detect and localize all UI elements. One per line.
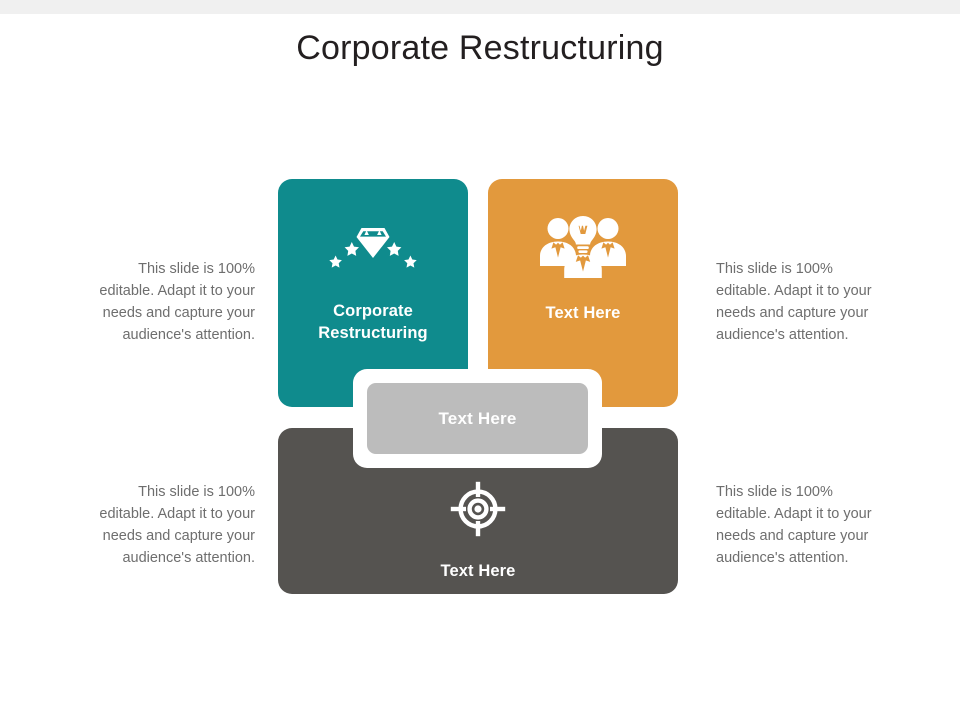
card-orange-label: Text Here xyxy=(545,304,621,322)
card-center-frame: Text Here xyxy=(353,369,602,468)
note-top-right: This slide is 100% editable. Adapt it to… xyxy=(716,261,872,343)
top-strip xyxy=(0,0,960,14)
note-bottom-left: This slide is 100% editable. Adapt it to… xyxy=(99,484,255,566)
card-dark-label: Text Here xyxy=(440,562,516,580)
card-center-label: Text Here xyxy=(438,408,517,428)
page-title: Corporate Restructuring xyxy=(296,29,664,67)
note-bottom-right: This slide is 100% editable. Adapt it to… xyxy=(716,484,872,566)
note-top-left: This slide is 100% editable. Adapt it to… xyxy=(99,261,255,343)
card-center[interactable]: Text Here xyxy=(367,383,588,454)
team-idea-icon xyxy=(534,214,632,280)
diamond-stars-icon xyxy=(327,224,419,280)
target-crosshair-icon xyxy=(449,480,507,538)
card-teal-label: Corporate Restructuring xyxy=(318,302,428,342)
